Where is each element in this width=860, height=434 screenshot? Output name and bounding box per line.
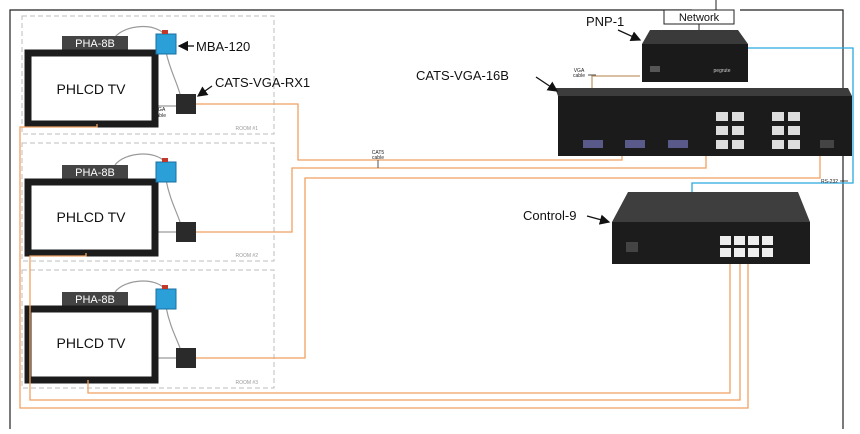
amp-label-box (62, 165, 128, 179)
rj45-ports (716, 112, 800, 149)
pnp-1-label: PNP-1 (586, 14, 624, 29)
cat5-room1 (196, 103, 623, 161)
amp-label: PHA-8B (75, 294, 115, 306)
vga-label-1: VGA (574, 68, 585, 74)
tv1-control-cable (19, 124, 749, 409)
speaker-connector (162, 285, 168, 289)
cable (165, 51, 181, 95)
control9-top (612, 192, 810, 222)
arrow-pointer-icon (535, 76, 559, 92)
control9-ports (720, 236, 773, 257)
amp-label: PHA-8B (75, 38, 115, 50)
tv-label: PHLCD TV (57, 335, 127, 351)
vga-label-2: cable (573, 73, 585, 79)
vga-cable-label-2: cable (154, 113, 166, 119)
vga-port (583, 140, 603, 148)
vga-port (625, 140, 645, 148)
speaker-box-icon (155, 288, 177, 310)
arrow-pointer-icon (617, 29, 642, 41)
amp-label-box (62, 292, 128, 306)
room-label: ROOM #1 (235, 126, 258, 132)
receiver-box-icon (176, 348, 196, 368)
outer-frame (9, 9, 844, 429)
cable (114, 280, 166, 293)
tv (24, 178, 159, 257)
control-9-label: Control-9 (523, 208, 576, 223)
tv3-control-cable (87, 262, 731, 394)
room-2: PHA-8B PHLCD TV ROOM #2 (24, 153, 258, 259)
room-label: ROOM #2 (235, 253, 258, 259)
arrow-pointer-icon (586, 214, 611, 225)
room-3: PHA-8B PHLCD TV ROOM #3 (24, 280, 258, 386)
cat5-label-2: cable (372, 155, 384, 161)
vga-cable-label-1: VGA (155, 107, 166, 113)
tv2-control-cable (29, 253, 741, 401)
receiver-box-icon (176, 222, 196, 242)
speaker-box-icon (155, 161, 177, 183)
tv-label: PHLCD TV (57, 81, 127, 97)
cable (165, 306, 181, 349)
pnp-1-device: pegrute (642, 30, 748, 82)
cable (165, 179, 181, 223)
tv-label: PHLCD TV (57, 209, 127, 225)
power-port (820, 140, 834, 148)
tv (24, 305, 159, 384)
cable (114, 153, 166, 166)
cat5-room3 (196, 153, 821, 359)
amp-label: PHA-8B (75, 167, 115, 179)
room-1: PHA-8B PHLCD TV VGA cable ROOM #1 (24, 26, 258, 132)
pnp-top (642, 30, 748, 44)
room-1-border (21, 15, 275, 135)
switcher-top (555, 88, 852, 96)
amp-label-box (62, 36, 128, 50)
cats-vga-16b-label: CATS-VGA-16B (416, 68, 509, 83)
speaker-box-icon (155, 33, 177, 55)
pnp-port (650, 66, 660, 72)
cat5-room2 (196, 153, 707, 233)
control9-power (626, 242, 638, 252)
cat5-label-1: CAT5 (372, 150, 385, 156)
cable (114, 26, 166, 38)
cat5-cables (19, 103, 821, 409)
tv (24, 49, 159, 128)
control9-front (612, 222, 810, 264)
arrow-pointer-icon (196, 85, 213, 97)
pnp-front (642, 44, 748, 82)
mba-120-label: MBA-120 (196, 39, 250, 54)
vga-port (668, 140, 688, 148)
cats-vga-rx1-label: CATS-VGA-RX1 (215, 75, 310, 90)
cats-vga-16b-device (555, 88, 852, 156)
control-9-device (612, 192, 810, 264)
room-3-border (21, 269, 275, 389)
speaker-connector (162, 158, 168, 162)
network-label: Network (679, 12, 720, 24)
switcher-front (558, 96, 852, 156)
room-label: ROOM #3 (235, 380, 258, 386)
brand-logo: pegrute (714, 68, 731, 74)
receiver-box-icon (176, 94, 196, 114)
room-2-border (21, 142, 275, 262)
speaker-connector (162, 30, 168, 34)
rs232-label: RS-232 (821, 179, 838, 185)
